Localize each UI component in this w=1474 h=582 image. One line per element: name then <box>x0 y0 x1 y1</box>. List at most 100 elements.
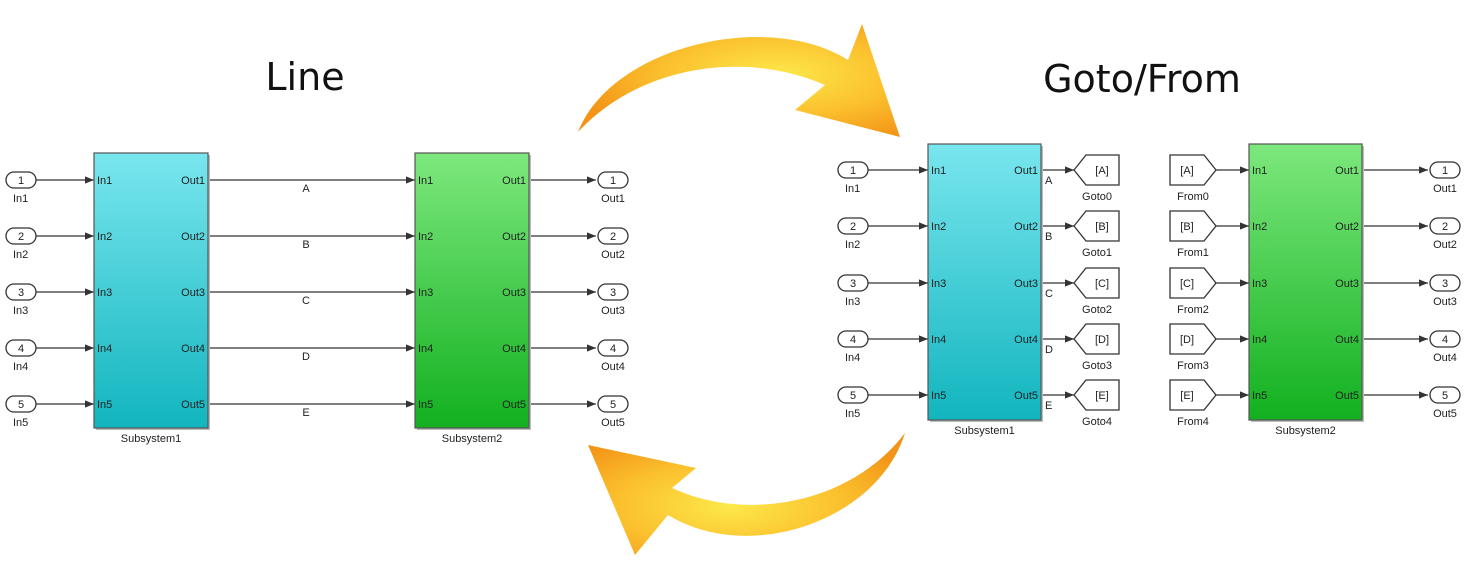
inport-name: In5 <box>845 408 860 420</box>
title-line: Line <box>265 55 344 99</box>
subsystem-output-label: Out4 <box>502 343 526 355</box>
subsystem-output-label: Out2 <box>1335 221 1359 233</box>
signal-label: B <box>1045 231 1052 243</box>
subsystem-output-label: Out5 <box>181 399 205 411</box>
subsystem-output-label: Out5 <box>1335 390 1359 402</box>
goto-block[interactable]: [B]Goto1 <box>1073 210 1120 259</box>
outport-name: Out5 <box>601 417 625 429</box>
signal-label: C <box>1045 288 1053 300</box>
outport-number: 5 <box>1442 390 1448 402</box>
subsystem-body <box>1248 143 1363 421</box>
subsystem-input-label: In1 <box>97 175 112 187</box>
subsystem-input-label: In1 <box>931 165 946 177</box>
subsystem-input-label: In4 <box>931 334 946 346</box>
from-tag: [D] <box>1180 334 1194 346</box>
subsystem-name: Subsystem2 <box>442 433 503 445</box>
goto-block[interactable]: [D]Goto3 <box>1073 323 1120 372</box>
goto-block[interactable]: [C]Goto2 <box>1073 267 1120 316</box>
from-tag: [E] <box>1180 390 1193 402</box>
goto-shape <box>1073 323 1120 355</box>
subsystem-input-label: In3 <box>97 287 112 299</box>
inport-name: In3 <box>13 305 28 317</box>
signal-label: B <box>302 239 309 251</box>
subsystem-output-label: Out5 <box>502 399 526 411</box>
from-shape <box>1169 379 1217 411</box>
from-block[interactable]: [E]From4 <box>1169 379 1217 428</box>
inport-number: 2 <box>18 231 24 243</box>
from-block[interactable]: [B]From1 <box>1169 210 1217 259</box>
outport-number: 5 <box>610 399 616 411</box>
subsystem-output-label: Out3 <box>1335 278 1359 290</box>
from-shape <box>1169 267 1217 299</box>
subsystem-body <box>414 152 530 429</box>
signal-label: A <box>1045 175 1053 187</box>
outport-number: 4 <box>1442 334 1448 346</box>
goto-block[interactable]: [E]Goto4 <box>1073 379 1120 428</box>
outport-number: 2 <box>610 231 616 243</box>
from-name: From2 <box>1177 304 1209 316</box>
inport-number: 1 <box>850 165 856 177</box>
outport-shape <box>597 171 629 189</box>
from-block[interactable]: [D]From3 <box>1169 323 1217 372</box>
goto-tag: [D] <box>1095 334 1109 346</box>
outport-shape <box>1429 274 1461 292</box>
subsystem-input-label: In5 <box>1252 390 1267 402</box>
subsystem-output-label: Out1 <box>181 175 205 187</box>
from-block[interactable]: [A]From0 <box>1169 154 1217 203</box>
outport-name: Out1 <box>1433 183 1457 195</box>
from-block[interactable]: [C]From2 <box>1169 267 1217 316</box>
from-shape <box>1169 323 1217 355</box>
outport-name: Out3 <box>1433 296 1457 308</box>
outport-shape <box>597 339 629 357</box>
goto-block[interactable]: [A]Goto0 <box>1073 154 1120 203</box>
subsystem-body <box>93 152 209 429</box>
inport-number: 1 <box>18 175 24 187</box>
inport-name: In1 <box>845 183 860 195</box>
subsystem-input-label: In5 <box>418 399 433 411</box>
outport-name: Out4 <box>1433 352 1457 364</box>
goto-name: Goto4 <box>1082 416 1112 428</box>
inport-number: 5 <box>18 399 24 411</box>
outport-shape <box>1429 217 1461 235</box>
title-goto-from: Goto/From <box>1043 57 1241 101</box>
goto-tag: [C] <box>1095 278 1109 290</box>
subsystem-output-label: Out2 <box>502 231 526 243</box>
outport-name: Out1 <box>601 193 625 205</box>
from-tag: [A] <box>1180 165 1193 177</box>
inport-name: In3 <box>845 296 860 308</box>
goto-shape <box>1073 154 1120 186</box>
signal-label: C <box>302 295 310 307</box>
signal-label: D <box>1045 344 1053 356</box>
subsystem-input-label: In1 <box>1252 165 1267 177</box>
subsystem-output-label: Out1 <box>1335 165 1359 177</box>
subsystem-name: Subsystem1 <box>121 433 182 445</box>
signal-label: A <box>302 183 310 195</box>
inport-number: 5 <box>850 390 856 402</box>
from-name: From1 <box>1177 247 1209 259</box>
